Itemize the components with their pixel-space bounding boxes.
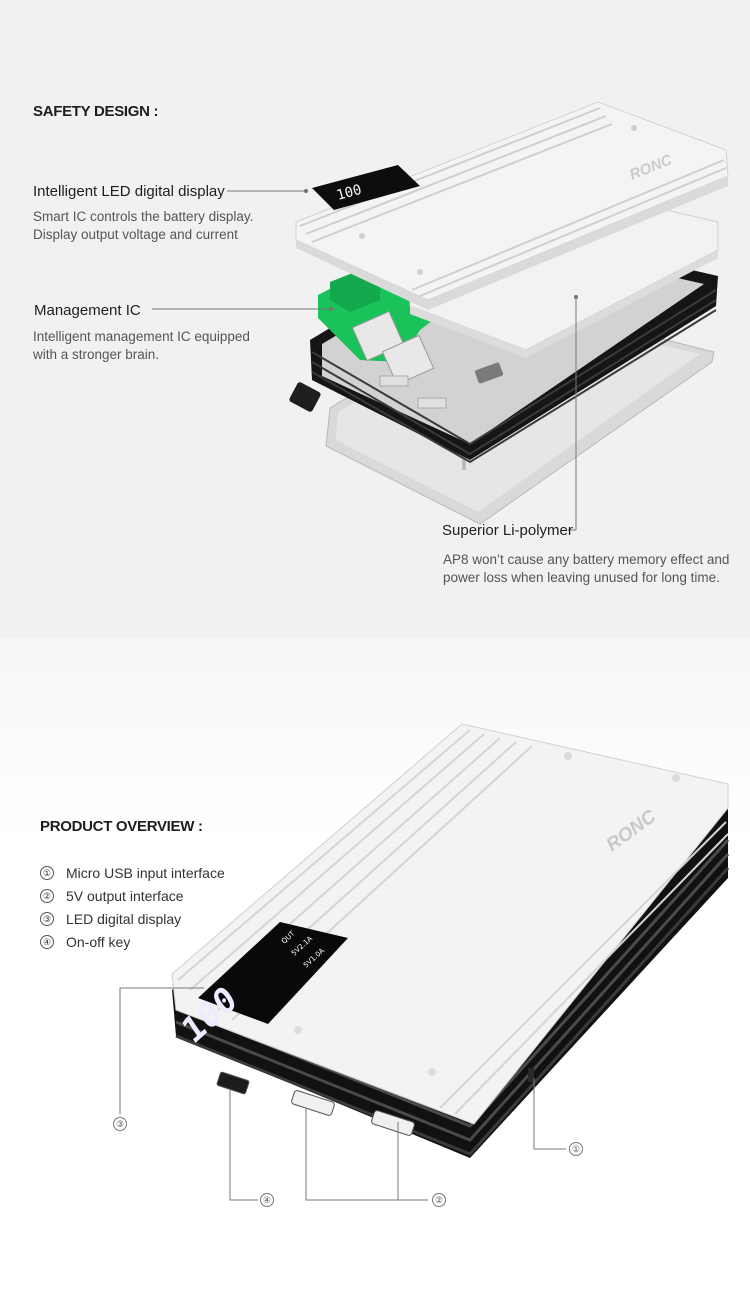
overview-item-led-display: ③ LED digital display	[40, 907, 225, 930]
overview-item-number: ④	[40, 934, 54, 949]
feature-desc-line: AP8 won’t cause any battery memory effec…	[443, 552, 730, 567]
overview-item-number: ②	[40, 888, 54, 903]
overview-item-label: LED digital display	[66, 910, 182, 927]
safety-design-section: 100 RONC SAFETY DESIGN : Intelligent LED…	[0, 0, 750, 638]
callout-led-display: ③	[113, 1117, 127, 1131]
leader-lines	[152, 188, 579, 531]
overview-item-label: On-off key	[66, 933, 131, 950]
callout-micro-usb: ①	[569, 1142, 583, 1156]
overview-list: ① Micro USB input interface ② 5V output …	[40, 861, 225, 953]
product-overview-section: 100 QUT 5V2.1A 5V1.0A RONC PRODUCT OVERV…	[0, 638, 750, 1307]
overview-item-number: ①	[40, 865, 54, 880]
feature-desc-line: power loss when leaving unused for long …	[443, 570, 720, 585]
callout-lines	[119, 987, 566, 1201]
feature-desc-led: Smart IC controls the battery display. D…	[33, 208, 253, 244]
feature-title-management-ic: Management IC	[34, 302, 141, 319]
safety-led-reading: 100	[335, 182, 364, 204]
power-bank-body: 100 QUT 5V2.1A 5V1.0A RONC	[171, 723, 730, 1158]
feature-title-led: Intelligent LED digital display	[33, 183, 225, 200]
feature-desc-management-ic: Intelligent management IC equipped with …	[33, 328, 250, 364]
feature-desc-line: Display output voltage and current	[33, 227, 238, 242]
overview-item-label: Micro USB input interface	[66, 864, 225, 881]
overview-item-micro-usb: ① Micro USB input interface	[40, 861, 225, 884]
top-shell: 100 RONC	[295, 101, 729, 310]
feature-desc-li-polymer: AP8 won’t cause any battery memory effec…	[443, 551, 729, 587]
overview-item-on-off-key: ④ On-off key	[40, 930, 225, 953]
overview-item-5v-output: ② 5V output interface	[40, 884, 225, 907]
safety-heading: SAFETY DESIGN :	[33, 103, 159, 120]
feature-title-li-polymer: Superior Li-polymer	[442, 522, 573, 539]
callout-on-off-key: ④	[260, 1193, 274, 1207]
feature-desc-line: Smart IC controls the battery display.	[33, 209, 254, 224]
feature-desc-line: Intelligent management IC equipped	[33, 329, 250, 344]
exploded-view-illustration: 100 RONC	[152, 101, 729, 531]
feature-desc-line: with a stronger brain.	[33, 347, 160, 362]
overview-item-number: ③	[40, 911, 54, 926]
overview-item-label: 5V output interface	[66, 887, 184, 904]
callout-output-interface: ②	[432, 1193, 446, 1207]
overview-heading: PRODUCT OVERVIEW :	[40, 818, 203, 835]
power-bank-illustration: 100 QUT 5V2.1A 5V1.0A RONC	[119, 723, 730, 1201]
